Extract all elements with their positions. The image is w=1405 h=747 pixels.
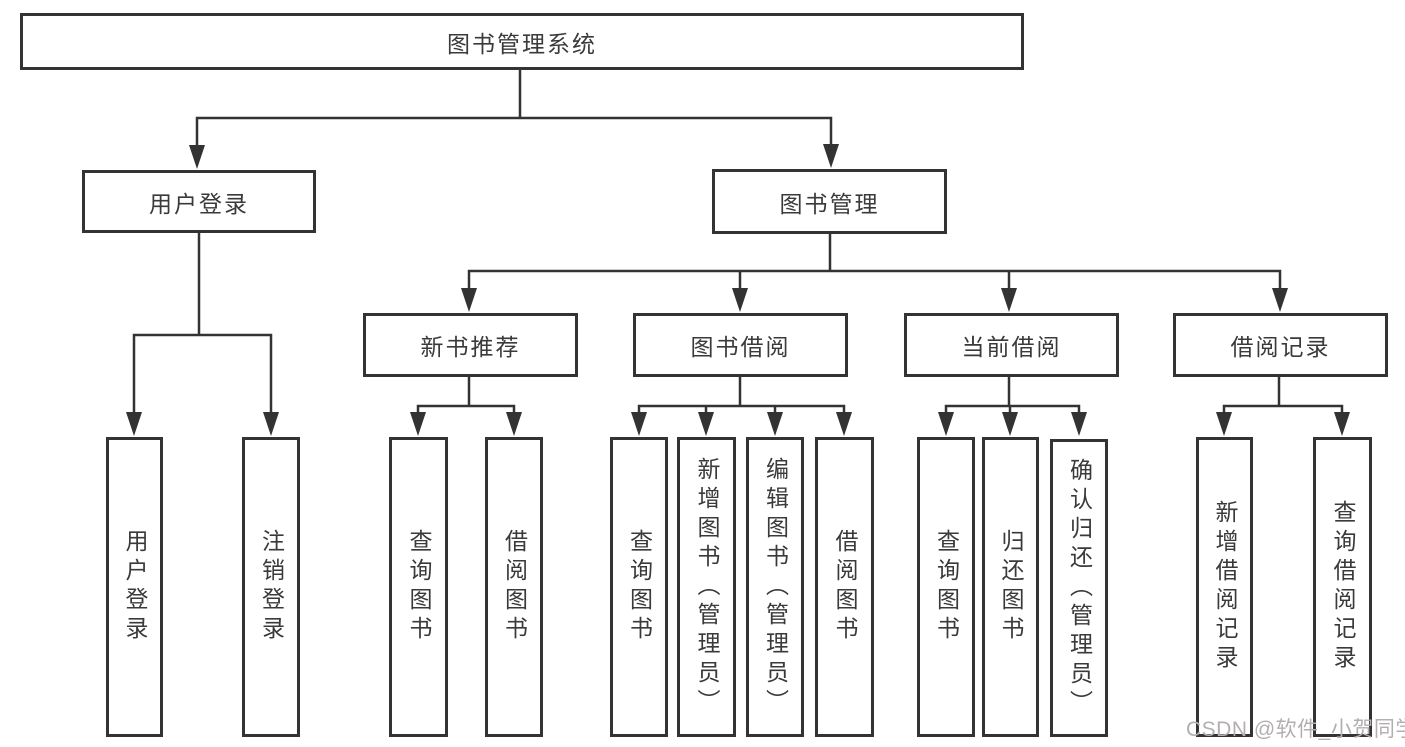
leaf-logout: 注销登录 [242,437,300,737]
leaf-add-book-admin-label: 新增图书（管理员） [694,456,720,718]
leaf-return-book-label: 归还图书 [998,529,1024,645]
node-borrowing-records: 借阅记录 [1173,313,1388,377]
node-book-borrowing: 图书借阅 [633,313,848,377]
leaf-query-books-newbook: 查询图书 [389,437,448,737]
leaf-query-books-current: 查询图书 [917,437,975,737]
leaf-query-borrow-record-label: 查询借阅记录 [1330,500,1356,674]
leaf-confirm-return-admin: 确认归还（管理员） [1050,439,1108,737]
node-book-management: 图书管理 [712,169,947,234]
leaf-query-books-newbook-label: 查询图书 [406,529,432,645]
leaf-logout-label: 注销登录 [258,529,285,645]
arrowhead-icons [126,144,1350,436]
leaf-edit-book-admin-label: 编辑图书（管理员） [762,456,789,718]
leaf-user-login: 用户登录 [106,437,163,737]
node-current-borrowing: 当前借阅 [904,313,1119,377]
leaf-query-books-current-label: 查询图书 [933,529,960,645]
leaf-borrow-books-newbook: 借阅图书 [485,437,543,737]
node-user-login-label: 用户登录 [149,190,249,217]
node-root-label: 图书管理系统 [447,30,597,57]
leaf-confirm-return-admin-label: 确认归还（管理员） [1066,457,1093,719]
leaf-user-login-label: 用户登录 [122,529,148,645]
node-current-borrowing-label: 当前借阅 [961,334,1062,360]
node-new-book-recommendation-label: 新书推荐 [420,334,521,360]
leaf-borrow-books-newbook-label: 借阅图书 [501,529,528,645]
leaf-query-books-borrow: 查询图书 [610,437,668,737]
leaf-edit-book-admin: 编辑图书（管理员） [746,437,804,737]
node-new-book-recommendation: 新书推荐 [363,313,578,377]
leaf-borrow-books-borrow-label: 借阅图书 [832,529,858,645]
node-user-login: 用户登录 [82,170,316,233]
leaf-query-borrow-record: 查询借阅记录 [1313,437,1372,737]
leaf-query-books-borrow-label: 查询图书 [626,529,653,645]
leaf-add-book-admin: 新增图书（管理员） [677,437,736,737]
node-book-borrowing-label: 图书借阅 [690,334,791,360]
leaf-borrow-books-borrow: 借阅图书 [815,437,874,737]
watermark-text: CSDN @软件_小贺同学 [1186,718,1405,741]
leaf-add-borrow-record-label: 新增借阅记录 [1212,500,1238,674]
leaf-add-borrow-record: 新增借阅记录 [1196,437,1253,737]
node-book-management-label: 图书管理 [779,190,880,217]
node-root: 图书管理系统 [20,13,1024,70]
leaf-return-book: 归还图书 [982,437,1039,737]
node-borrowing-records-label: 借阅记录 [1230,334,1331,360]
